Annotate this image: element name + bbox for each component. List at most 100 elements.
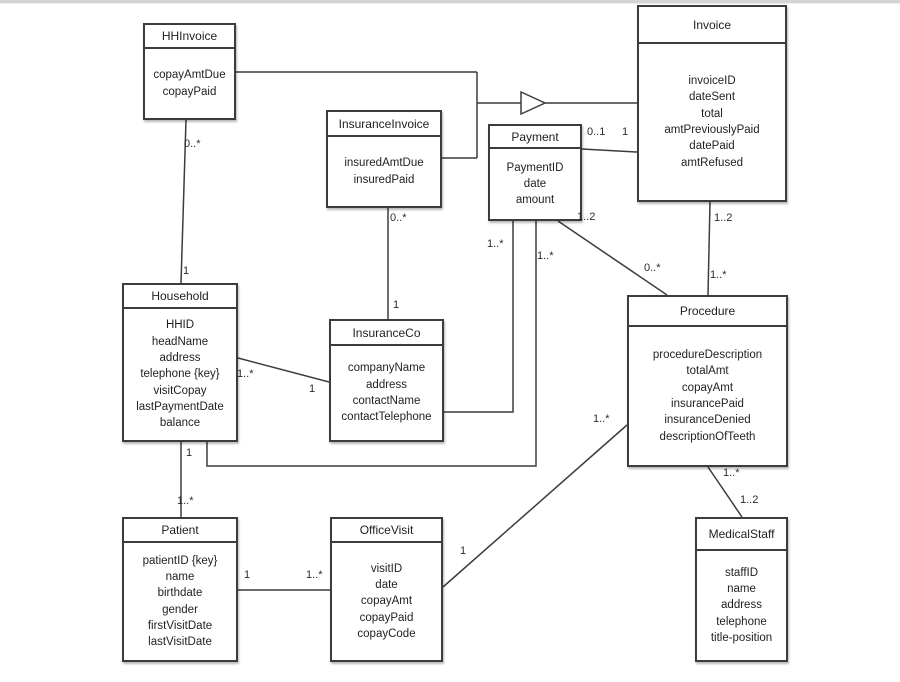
attribute: invoiceID: [688, 75, 736, 88]
attribute: headName: [151, 335, 209, 348]
attribute: firstVisitDate: [147, 619, 213, 632]
attribute: address: [366, 378, 407, 391]
generalization-triangle-icon: [520, 90, 547, 116]
class-attributes: companyName address contactName contactT…: [331, 346, 442, 440]
attribute: procedureDescription: [652, 349, 763, 362]
attribute: contactTelephone: [341, 411, 432, 424]
class-title: MedicalStaff: [697, 519, 786, 551]
class-title: HHInvoice: [145, 25, 234, 49]
attribute: datePaid: [689, 140, 735, 153]
attribute: contactName: [352, 395, 421, 407]
class-attributes: staffID name address telephone title-pos…: [697, 551, 786, 660]
attribute: title-position: [710, 631, 773, 644]
multiplicity-label: 1..*: [710, 269, 727, 281]
class-patient: Patient patientID {key} name birthdate g…: [122, 517, 238, 662]
multiplicity-label: 0..1: [587, 126, 606, 138]
multiplicity-label: 1: [244, 569, 251, 581]
multiplicity-label: 1..*: [237, 368, 254, 380]
class-medicalstaff: MedicalStaff staffID name address teleph…: [695, 517, 788, 662]
class-title: Household: [124, 285, 236, 309]
attribute: address: [159, 352, 201, 365]
class-attributes: patientID {key} name birthdate gender fi…: [124, 543, 236, 660]
line-invoice-procedure: [707, 201, 711, 296]
multiplicity-label: 1..*: [537, 250, 554, 262]
multiplicity-label: 0..*: [644, 262, 661, 274]
line-officevisit-procedure: [442, 424, 628, 588]
class-insuranceinvoice: InsuranceInvoice insuredAmtDue insuredPa…: [326, 110, 442, 208]
line-payment-procedure: [557, 220, 668, 296]
attribute: total: [701, 107, 723, 120]
attribute: telephone: [716, 615, 767, 628]
multiplicity-label: 1: [183, 265, 190, 277]
class-attributes: insuredAmtDue insuredPaid: [328, 137, 440, 206]
attribute: insuredAmtDue: [344, 157, 424, 170]
class-officevisit: OfficeVisit visitID date copayAmt copayP…: [330, 517, 443, 662]
multiplicity-label: 1..2: [577, 211, 596, 223]
class-title: Patient: [124, 519, 236, 543]
page-top-border: [0, 0, 900, 4]
attribute: telephone {key}: [140, 368, 220, 381]
class-attributes: visitID date copayAmt copayPaid copayCod…: [332, 543, 441, 660]
attribute: amtPreviouslyPaid: [664, 124, 760, 136]
attribute: visitCopay: [153, 384, 207, 397]
multiplicity-label: 1..*: [593, 413, 610, 425]
attribute: insurancePaid: [671, 398, 744, 410]
line-payment-insuranceco: [444, 221, 514, 413]
class-title: Procedure: [629, 297, 786, 327]
class-attributes: HHID headName address telephone {key} vi…: [124, 309, 236, 440]
multiplicity-label: 0..*: [390, 212, 407, 224]
class-title: InsuranceCo: [331, 321, 442, 346]
multiplicity-label: 1: [460, 545, 467, 557]
multiplicity-label: 1: [393, 299, 400, 311]
attribute: copayPaid: [162, 85, 217, 98]
class-attributes: copayAmtDue copayPaid: [145, 49, 234, 118]
class-household: Household HHID headName address telephon…: [122, 283, 238, 442]
multiplicity-label: 1..*: [306, 569, 323, 581]
class-attributes: procedureDescription totalAmt copayAmt i…: [629, 327, 786, 465]
attribute: dateSent: [688, 91, 736, 104]
attribute: PaymentID: [506, 161, 564, 174]
attribute: totalAmt: [686, 365, 729, 378]
attribute: copayPaid: [359, 611, 414, 624]
attribute: insuredPaid: [353, 173, 415, 186]
line-hhinvoice-household: [180, 119, 187, 284]
attribute: lastPaymentDate: [136, 400, 224, 413]
attribute: amount: [515, 194, 555, 207]
multiplicity-label: 1: [622, 126, 629, 138]
attribute: companyName: [347, 362, 426, 375]
attribute: HHID: [165, 319, 195, 332]
attribute: birthdate: [157, 587, 203, 600]
attribute: address: [721, 599, 762, 612]
class-attributes: invoiceID dateSent total amtPreviouslyPa…: [639, 44, 785, 200]
attribute: balance: [159, 417, 201, 430]
class-title: Invoice: [639, 7, 785, 44]
attribute: patientID {key}: [142, 554, 218, 567]
attribute: staffID: [724, 566, 759, 579]
attribute: copayAmtDue: [153, 69, 226, 82]
attribute: lastVisitDate: [148, 636, 212, 649]
attribute: date: [375, 579, 398, 592]
attribute: copayCode: [357, 627, 416, 640]
multiplicity-label: 1..2: [714, 212, 733, 224]
class-hhinvoice: HHInvoice copayAmtDue copayPaid: [143, 23, 236, 120]
attribute: insuranceDenied: [664, 414, 751, 427]
class-title: InsuranceInvoice: [328, 112, 440, 137]
line-payment-household: [206, 221, 537, 467]
class-title: Payment: [490, 126, 580, 149]
attribute: name: [165, 570, 195, 583]
multiplicity-label: 1..2: [740, 494, 759, 506]
class-payment: Payment PaymentID date amount: [488, 124, 582, 221]
attribute: descriptionOfTeeth: [659, 430, 756, 443]
class-attributes: PaymentID date amount: [490, 149, 580, 219]
class-procedure: Procedure procedureDescription totalAmt …: [627, 295, 788, 467]
attribute: copayAmt: [681, 381, 734, 394]
multiplicity-label: 1: [186, 447, 193, 459]
class-insuranceco: InsuranceCo companyName address contactN…: [329, 319, 444, 442]
line-household-insuranceco: [237, 357, 330, 383]
line-payment-invoice: [581, 148, 638, 153]
attribute: date: [523, 177, 547, 190]
attribute: name: [727, 583, 756, 596]
attribute: copayAmt: [360, 595, 413, 608]
